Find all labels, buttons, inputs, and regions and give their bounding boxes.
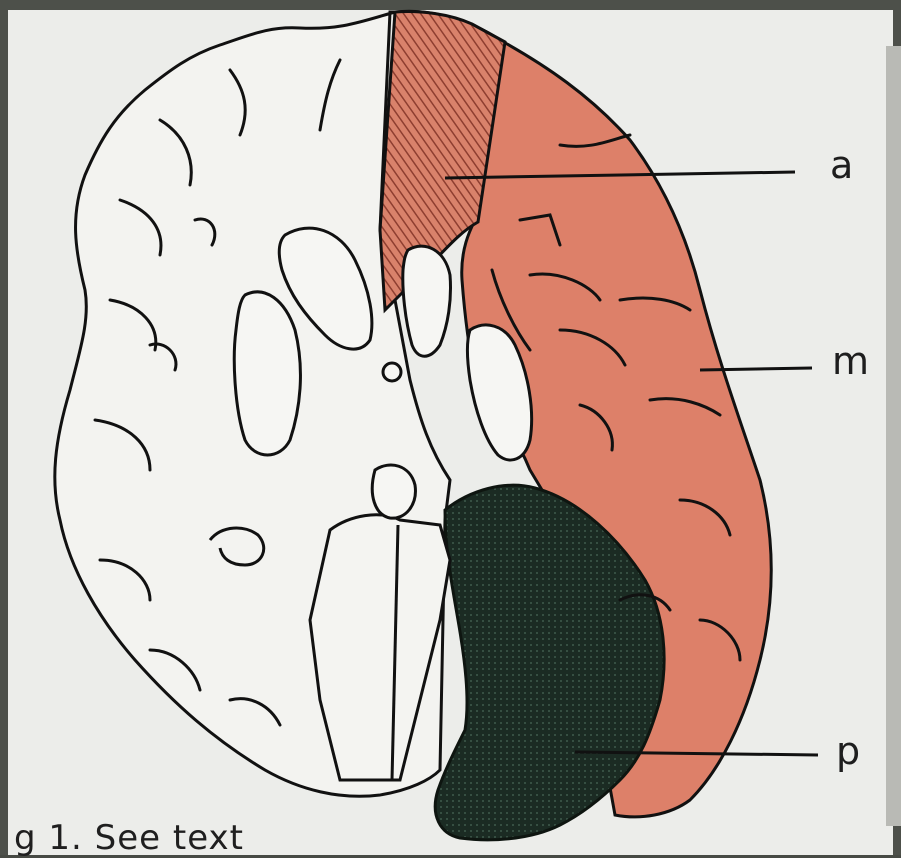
internal-structure — [403, 246, 451, 356]
leader-line-m — [700, 368, 812, 370]
label-a: a — [830, 146, 853, 184]
figure-caption: g 1. See text — [14, 818, 244, 858]
label-m: m — [832, 342, 869, 380]
internal-structure — [234, 292, 300, 455]
internal-structure — [383, 363, 401, 381]
internal-structure — [372, 465, 415, 518]
label-p: p — [836, 732, 860, 770]
